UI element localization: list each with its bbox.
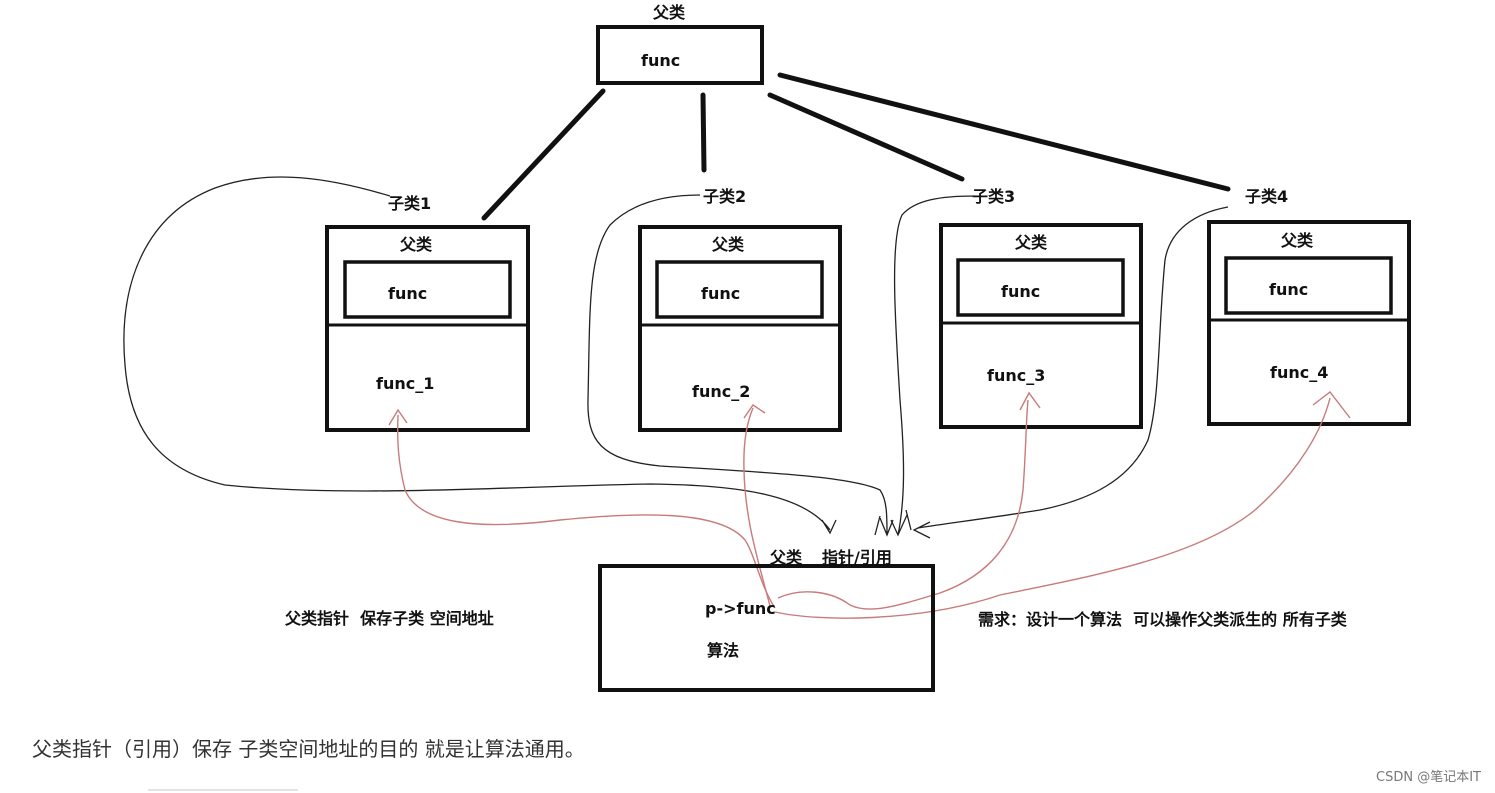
black-arrow-child-4	[912, 206, 1229, 539]
child-1-own-method: func_1	[376, 374, 434, 393]
child-4-title: 子类4	[1245, 187, 1288, 206]
red-arrow-func-4	[774, 391, 1351, 619]
black-tick-marks	[874, 509, 912, 536]
child-2-own-method: func_2	[692, 382, 750, 401]
child-3-own-method: func_3	[987, 366, 1045, 385]
child-3-func-box	[956, 258, 1125, 317]
red-arrow-func-3	[777, 391, 1041, 610]
child-1-box	[325, 225, 530, 432]
child-3-func-label: func	[1001, 282, 1040, 301]
child-4-box	[1207, 220, 1411, 426]
algorithm-box	[598, 564, 935, 692]
child-1-title: 子类1	[388, 194, 431, 213]
algo-header-pointer: 指针/引用	[822, 548, 892, 567]
inherit-line-2	[700, 92, 707, 173]
footer-watermark: CSDN @笔记本IT	[1376, 770, 1481, 785]
black-arrow-child-1	[123, 176, 837, 535]
child-3-parent-label: 父类	[1014, 233, 1048, 252]
red-arrow-func-2	[743, 404, 771, 607]
child-4-parent-label: 父类	[1280, 231, 1314, 250]
caption-text: 父类指针（引用）保存 子类空间地址的目的 就是让算法通用。	[32, 737, 585, 761]
child-2-parent-label: 父类	[711, 235, 745, 254]
child-4-own-method: func_4	[1270, 363, 1328, 382]
algo-header-parent: 父类	[769, 548, 803, 567]
child-4-func-label: func	[1269, 280, 1308, 299]
child-3-box	[939, 223, 1143, 429]
child-1-func-label: func	[388, 284, 427, 303]
child-3-title: 子类3	[972, 187, 1015, 206]
inherit-line-3	[767, 92, 965, 182]
algo-call-label: p->func	[705, 599, 776, 618]
black-arrow-child-3	[890, 195, 976, 537]
note-left: 父类指针 保存子类 空间地址	[284, 609, 494, 628]
child-2-box	[638, 225, 842, 432]
child-2-func-label: func	[701, 284, 740, 303]
child-4-func-box	[1224, 256, 1393, 315]
child-1-parent-label: 父类	[399, 235, 433, 254]
parent-func-label: func	[641, 51, 680, 70]
child-2-func-box	[655, 260, 824, 319]
child-1-func-box	[343, 260, 512, 319]
red-arrow-func-1	[388, 408, 776, 609]
inherit-line-4	[777, 72, 1231, 192]
inherit-line-1	[481, 88, 606, 221]
black-arrow-child-2	[587, 194, 894, 537]
caption-divider	[148, 789, 298, 791]
parent-class-box	[596, 25, 764, 85]
child-2-title: 子类2	[703, 187, 746, 206]
algo-name-label: 算法	[707, 641, 739, 660]
note-right: 需求：设计一个算法 可以操作父类派生的 所有子类	[978, 610, 1348, 629]
parent-class-title: 父类	[652, 3, 686, 22]
